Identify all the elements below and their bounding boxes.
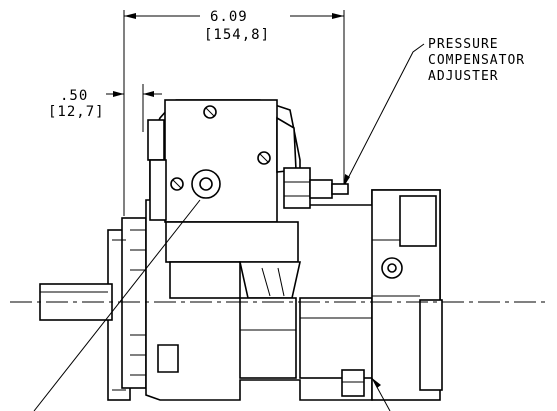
callout-line-1: PRESSURE xyxy=(428,37,499,52)
arrowhead-left xyxy=(124,13,136,19)
leader-line xyxy=(343,43,425,187)
dimension-overall-width: 6.09 [154,8] xyxy=(123,9,345,216)
dimension-value-inches: 6.09 xyxy=(210,9,248,25)
arrowhead-right xyxy=(332,13,344,19)
dimension-value-mm: [154,8] xyxy=(204,27,270,43)
lower-block-right xyxy=(299,297,373,379)
adjuster-nut xyxy=(283,167,311,209)
flange-teeth xyxy=(130,229,146,376)
side-plate-left xyxy=(147,119,165,161)
bottom-fitting xyxy=(341,369,365,397)
pump-assembly xyxy=(39,99,443,401)
side-slot xyxy=(157,344,179,373)
dimension-offset: .50 [12,7] xyxy=(48,84,162,132)
offset-value-inches: .50 xyxy=(60,88,88,104)
lower-block-left xyxy=(239,297,297,379)
callout-pressure-compensator: PRESSURE COMPENSATOR ADJUSTER xyxy=(343,37,525,187)
rear-port-inner xyxy=(387,263,397,273)
mid-block xyxy=(165,221,299,263)
offset-value-mm: [12,7] xyxy=(48,104,105,120)
adjuster-stem xyxy=(309,179,333,199)
callout-line-2: COMPENSATOR xyxy=(428,53,525,68)
callout-line-3: ADJUSTER xyxy=(428,69,499,84)
port-inner xyxy=(199,177,213,191)
leader-bottom-left xyxy=(33,199,201,411)
